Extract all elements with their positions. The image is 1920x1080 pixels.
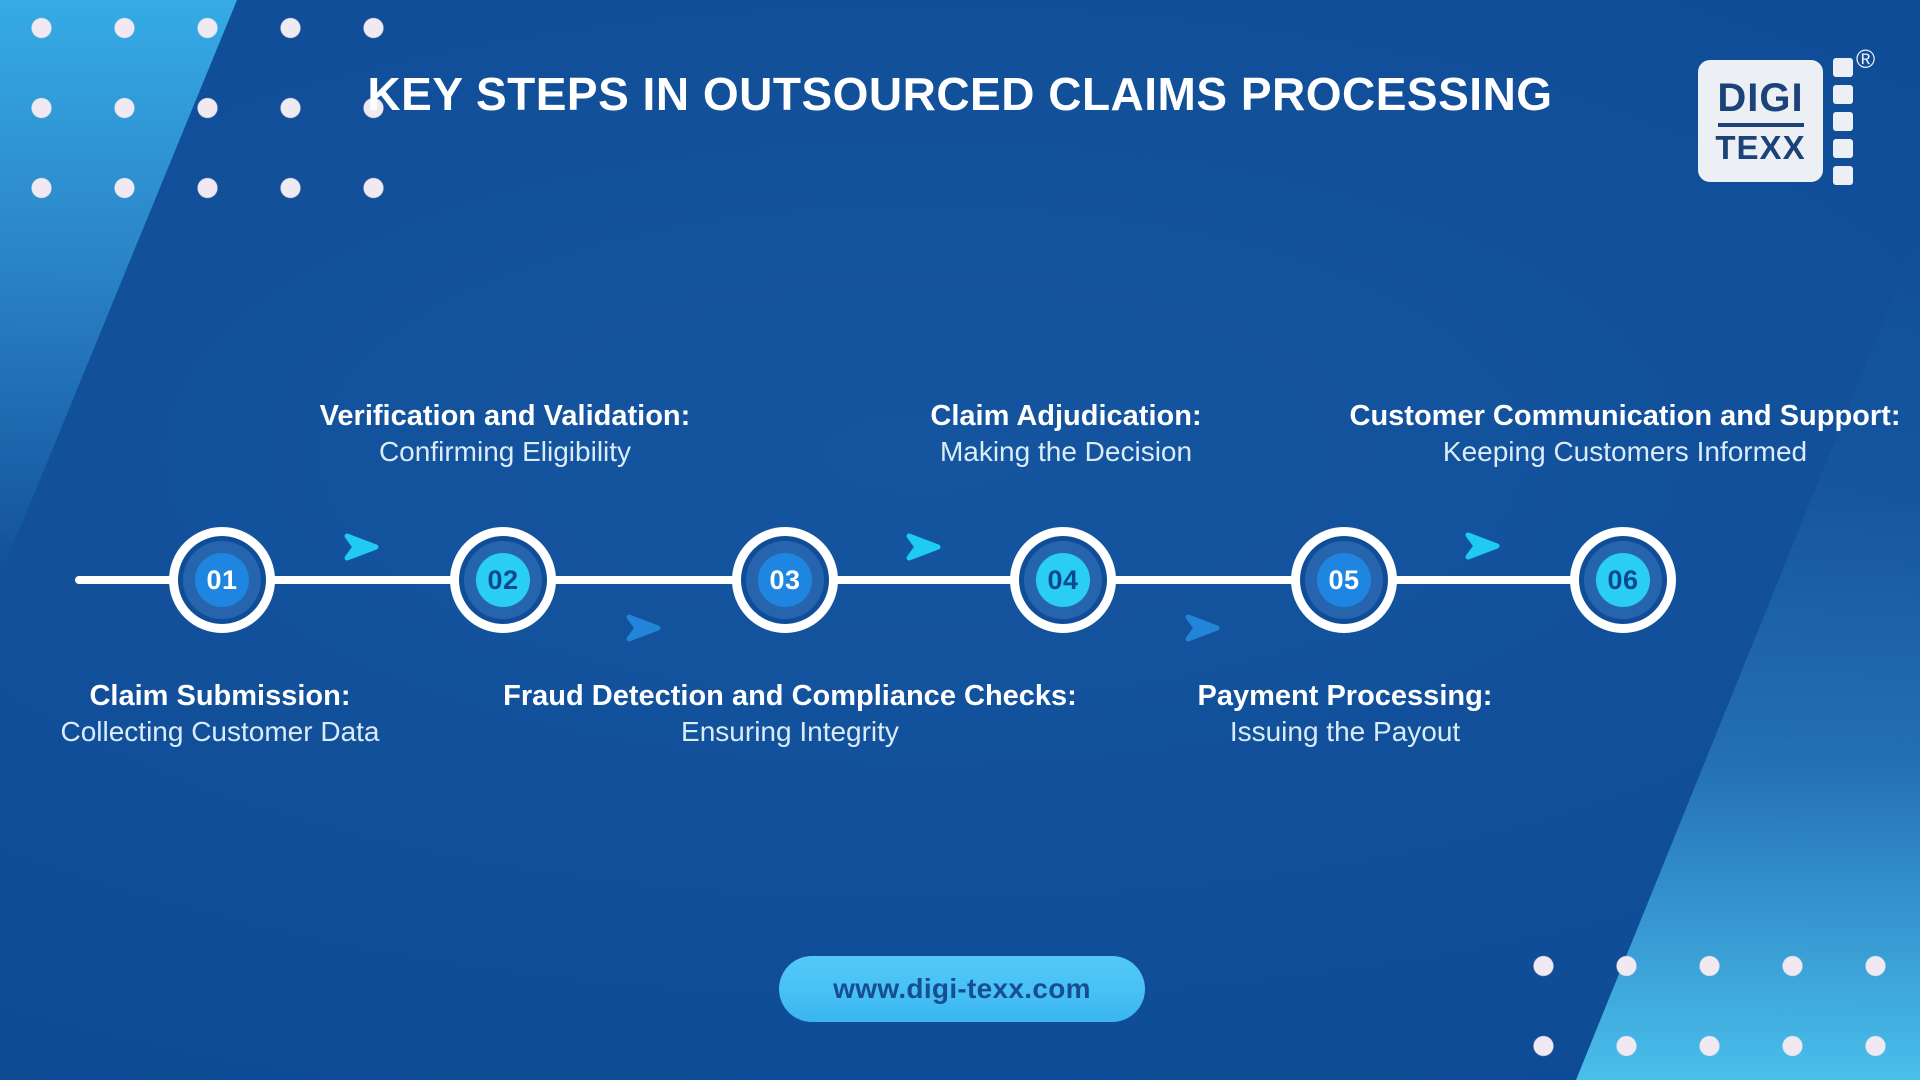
step-subheading: Confirming Eligibility — [378, 436, 632, 467]
dot-pattern-bottom-right — [1502, 926, 1917, 1080]
timeline-line — [75, 576, 1623, 584]
step-heading: Claim Adjudication: — [930, 400, 1202, 432]
website-pill[interactable]: www.digi-texx.com — [779, 956, 1145, 1022]
logo-texx-text: TEXX — [1715, 129, 1806, 166]
page-title: KEY STEPS IN OUTSOURCED CLAIMS PROCESSIN… — [367, 68, 1553, 120]
step-node-01: 01 — [169, 527, 275, 633]
step-number: 02 — [476, 553, 530, 607]
film-strip-hole — [1833, 139, 1853, 158]
step-label-02: Verification and Validation: Confirming … — [205, 398, 805, 470]
step-label-04: Claim Adjudication: Making the Decision — [766, 398, 1366, 470]
step-label-06: Customer Communication and Support: Keep… — [1325, 398, 1920, 470]
step-node-05: 05 — [1291, 527, 1397, 633]
arrow-right-icon — [1185, 614, 1220, 642]
digitexx-logo: DIGI TEXX ® — [1698, 44, 1898, 200]
registered-trademark-icon: ® — [1856, 44, 1876, 74]
step-label-01: Claim Submission: Collecting Customer Da… — [0, 678, 520, 750]
step-number: 03 — [758, 553, 812, 607]
film-strip-hole — [1833, 58, 1853, 77]
step-number: 05 — [1317, 553, 1371, 607]
film-strip-hole — [1833, 85, 1853, 104]
step-heading: Customer Communication and Support: — [1349, 400, 1901, 432]
step-heading: Claim Submission: — [89, 680, 351, 712]
step-node-02: 02 — [450, 527, 556, 633]
logo-divider — [1717, 123, 1804, 127]
step-heading: Fraud Detection and Compliance Checks: — [503, 680, 1077, 712]
arrow-right-icon — [1465, 532, 1500, 560]
step-node-04: 04 — [1010, 527, 1116, 633]
logo-digi-text: DIGI — [1717, 76, 1804, 120]
step-node-06: 06 — [1570, 527, 1676, 633]
step-subheading: Keeping Customers Informed — [1442, 436, 1808, 467]
step-number: 01 — [195, 553, 249, 607]
film-strip-hole — [1833, 166, 1853, 185]
step-label-03: Fraud Detection and Compliance Checks: E… — [490, 678, 1090, 750]
dot-pattern-top-left — [0, 0, 415, 228]
step-number: 06 — [1596, 553, 1650, 607]
step-subheading: Issuing the Payout — [1229, 716, 1461, 747]
step-heading: Verification and Validation: — [319, 400, 691, 432]
arrow-right-icon — [906, 533, 941, 561]
film-strip-hole — [1833, 112, 1853, 131]
step-subheading: Collecting Customer Data — [60, 716, 380, 747]
film-strip-icon — [1833, 58, 1853, 185]
step-subheading: Making the Decision — [939, 436, 1193, 467]
step-subheading: Ensuring Integrity — [681, 716, 899, 747]
step-label-05: Payment Processing: Issuing the Payout — [1045, 678, 1645, 750]
website-url: www.digi-texx.com — [833, 973, 1091, 1004]
arrow-right-icon — [626, 614, 661, 642]
step-number: 04 — [1036, 553, 1090, 607]
arrow-right-icon — [344, 533, 379, 561]
step-node-03: 03 — [732, 527, 838, 633]
step-heading: Payment Processing: — [1197, 680, 1493, 712]
logo-card: DIGI TEXX — [1698, 60, 1823, 182]
